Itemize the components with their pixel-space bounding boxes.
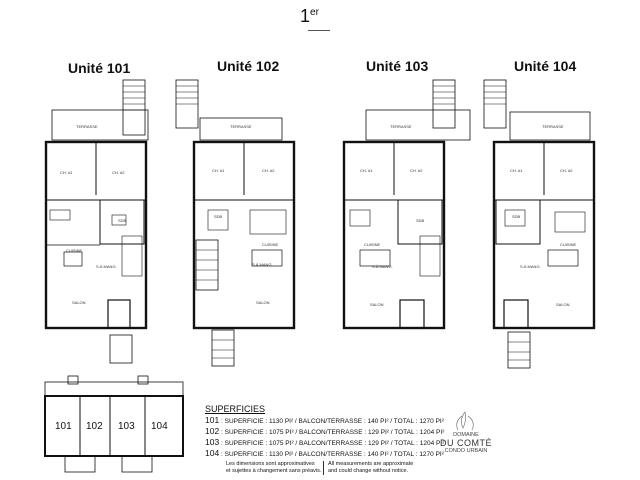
terrace-label-101: TERRASSE xyxy=(76,124,98,129)
floor-plan-unit-104 xyxy=(483,79,596,369)
room-label-101-ch1: CH. #1 xyxy=(60,170,73,175)
key-plan-label-103: 103 xyxy=(118,421,135,432)
floor-plan-unit-101 xyxy=(44,79,149,364)
key-plan-label-101: 101 xyxy=(55,421,72,432)
room-label-101-salon: SALON xyxy=(72,300,86,305)
room-label-102-cuisine: CUISINE xyxy=(262,242,279,247)
unit-title-103: Unité 103 xyxy=(366,58,429,74)
floor-title: 1er xyxy=(300,6,319,26)
floor-plan-unit-102 xyxy=(175,79,296,367)
room-label-104-sam: S.À MANG. xyxy=(520,264,541,269)
unit-title-104: Unité 104 xyxy=(514,58,577,74)
room-label-101-ch2: CH. #2 xyxy=(112,170,125,175)
key-plan-label-104: 104 xyxy=(151,421,168,432)
room-label-104-cuisine: CUISINE xyxy=(560,242,577,247)
room-label-103-ch2: CH. #2 xyxy=(410,168,423,173)
room-label-104-sdb: SDB xyxy=(512,214,521,219)
key-plan xyxy=(44,375,184,473)
disclaimer-en: All measurements are approximate and cou… xyxy=(328,461,414,474)
room-label-104-ch2: CH. #2 xyxy=(560,168,573,173)
key-plan-label-102: 102 xyxy=(86,421,103,432)
room-label-102-sdb: SDB xyxy=(214,214,223,219)
room-label-102-ch1: CH. #1 xyxy=(212,168,225,173)
room-label-101-sdb: SDB xyxy=(118,218,127,223)
room-label-103-ch1: CH. #1 xyxy=(360,168,373,173)
superficies-row-103: 103 : SUPERFICIE : 1075 PI² / BALCON/TER… xyxy=(205,437,445,447)
disclaimer-fr: Les dimensions sont approximatives et su… xyxy=(226,461,322,474)
unit-title-102: Unité 102 xyxy=(217,58,280,74)
superficies-title: SUPERFICIES xyxy=(205,404,266,414)
superficies-row-102: 102 : SUPERFICIE : 1075 PI² / BALCON/TER… xyxy=(205,426,445,436)
terrace-label-103: TERRASSE xyxy=(390,124,412,129)
room-label-103-salon: SALON xyxy=(370,302,384,307)
superficies-row-101: 101 : SUPERFICIE : 1130 PI² / BALCON/TER… xyxy=(205,415,444,425)
brand-logo: DOMAINE DU COMTÉ CONDO URBAIN xyxy=(438,432,494,454)
logo-line-3: CONDO URBAIN xyxy=(444,448,488,454)
room-label-103-cuisine: CUISINE xyxy=(364,242,381,247)
room-label-104-salon: SALON xyxy=(556,302,570,307)
room-label-103-sdb: SDB xyxy=(416,218,425,223)
room-label-101-sam: S.À MANG. xyxy=(96,264,117,269)
room-label-102-ch2: CH. #2 xyxy=(262,168,275,173)
disclaimer-divider xyxy=(323,461,324,475)
logo-line-2: DU COMTÉ xyxy=(440,438,492,448)
room-label-103-sam: S.À MANG. xyxy=(372,264,393,269)
room-label-102-salon: SALON xyxy=(256,300,270,305)
terrace-label-102: TERRASSE xyxy=(230,124,252,129)
room-label-104-ch1: CH. #1 xyxy=(510,168,523,173)
room-label-101-cuisine: CUISINE xyxy=(66,248,83,253)
terrace-label-104: TERRASSE xyxy=(542,124,564,129)
logo-emblem xyxy=(456,411,474,431)
superficies-row-104: 104 : SUPERFICIE : 1130 PI² / BALCON/TER… xyxy=(205,448,444,458)
logo-line-1: DOMAINE xyxy=(453,432,479,438)
floor-title-underline xyxy=(308,30,330,31)
unit-title-101: Unité 101 xyxy=(68,60,131,76)
room-label-102-sam: S.À MANG. xyxy=(252,262,273,267)
floor-plan-unit-103 xyxy=(342,79,471,330)
